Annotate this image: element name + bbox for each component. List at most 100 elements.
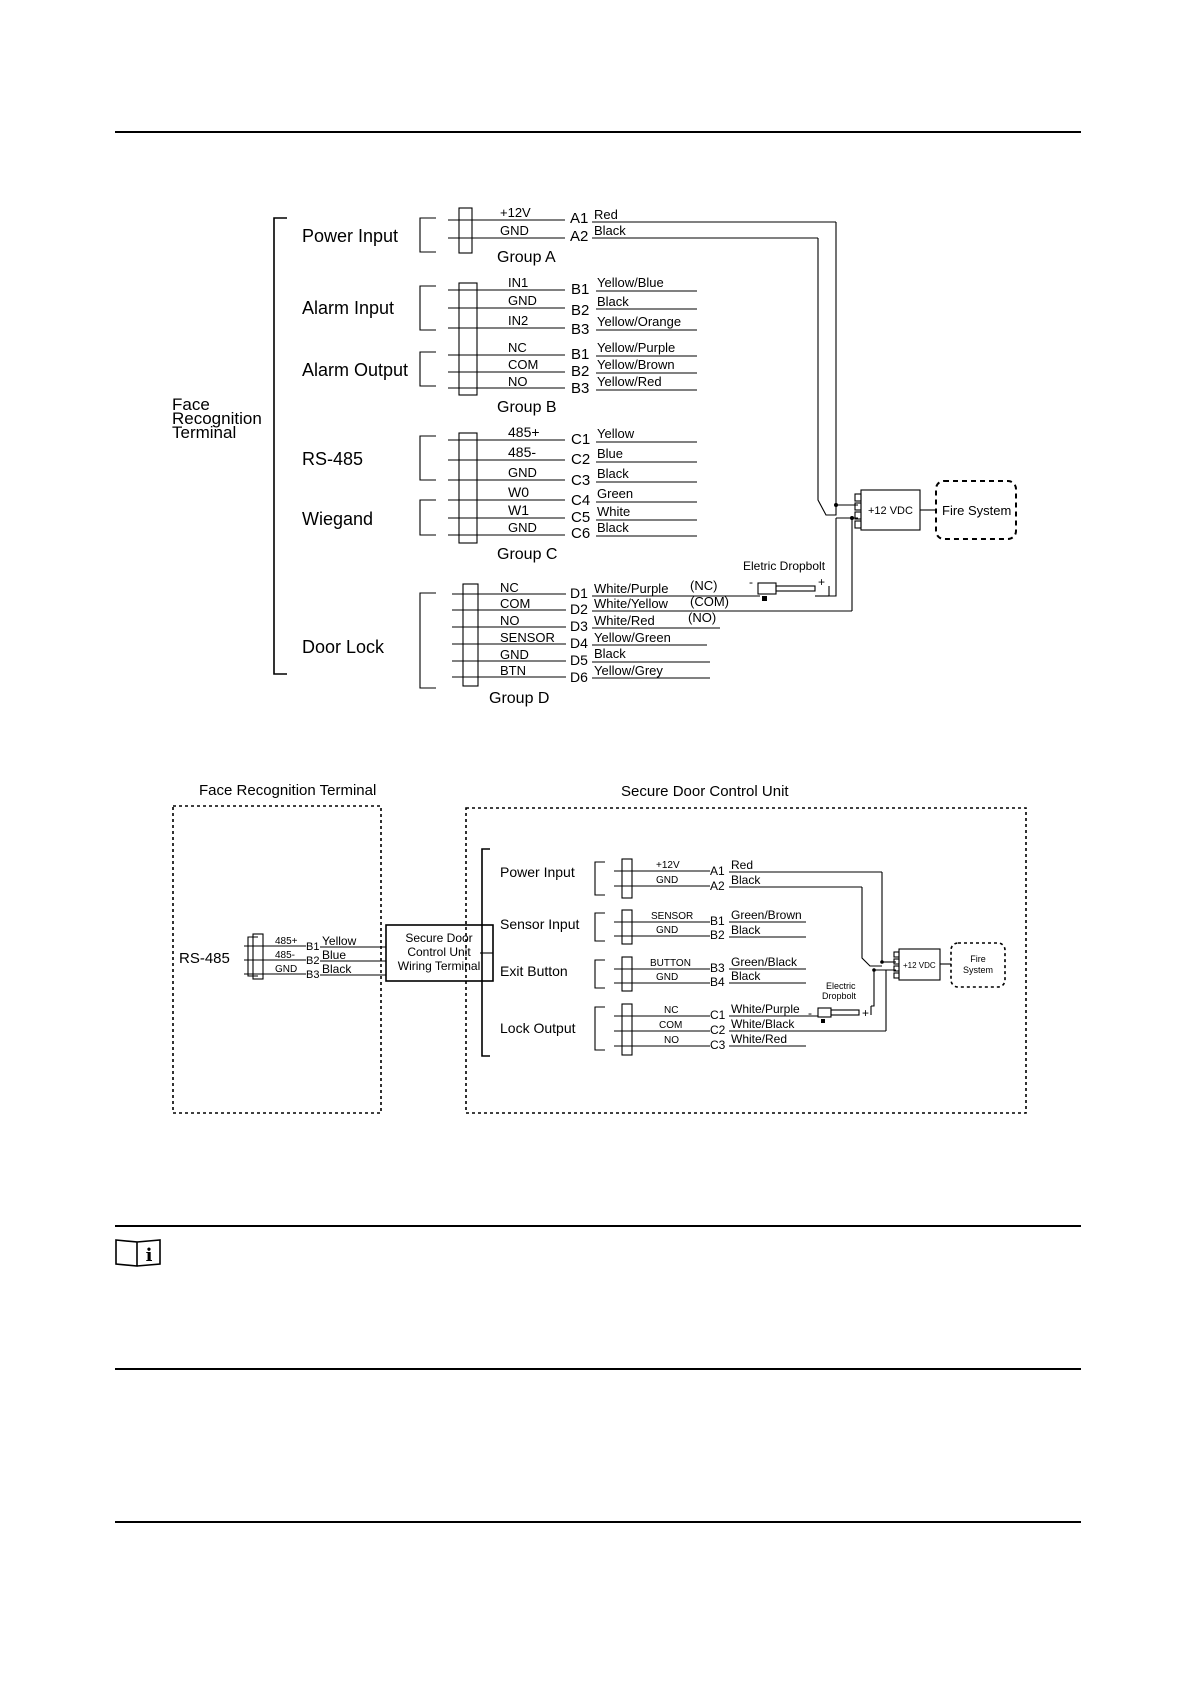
footer-rule [115, 1521, 1081, 1523]
sdcu-power-bracket [594, 861, 605, 896]
info-note-icon: i [115, 1239, 161, 1267]
pin-c-w1-name: W1 [508, 502, 529, 518]
wiegand-label: Wiegand [302, 509, 373, 529]
pin-d-gnd-name: GND [500, 647, 529, 662]
sdcu-pin-c3: C3 [710, 1038, 726, 1052]
sdcu-pin-a2: A2 [710, 879, 725, 893]
wire-c-yellow: Yellow [597, 426, 635, 441]
sdcu-wire-green-brown: Green/Brown [731, 908, 802, 922]
alarm-input-label: Alarm Input [302, 298, 394, 318]
vdc-label: +12 VDC [868, 505, 913, 517]
sdcu-lock-bracket [594, 1006, 605, 1051]
sdcu-fire-line2: System [963, 965, 993, 975]
frt-pin-b1: B1 [306, 941, 319, 953]
sdcu-wire-white-purple: White/Purple [731, 1002, 800, 1016]
sdcu-power-connector [621, 858, 633, 899]
sdcu-sensor-bracket [594, 912, 605, 942]
sdcu-pin-com: COM [659, 1020, 682, 1031]
pin-d-nc-name: NC [500, 580, 519, 595]
group-a-label: Group A [497, 249, 556, 266]
sdcu-pin-button: BUTTON [650, 958, 691, 969]
sdcu-electric-dropbolt-icon [817, 1006, 872, 1023]
wiring-terminal-line1: Secure Door [405, 931, 472, 945]
pin-a2-id: A2 [570, 228, 588, 245]
wire-c-black: Black [597, 466, 629, 481]
wire-c-blue: Blue [597, 446, 623, 461]
pin-d6-id: D6 [570, 669, 588, 685]
pin-b-in1-name: IN1 [508, 275, 528, 290]
sdcu-pin-sensor: SENSOR [651, 911, 693, 922]
sdcu-wire-black2: Black [731, 923, 761, 937]
sdcu-pin-nc: NC [664, 1005, 678, 1016]
wire-a1-color: Red [594, 207, 618, 222]
pin-d-com-name: COM [500, 596, 530, 611]
frt-wire-blue: Blue [322, 948, 346, 962]
wire-b-yellow-orange: Yellow/Orange [597, 314, 681, 329]
wire-b-yellow-blue: Yellow/Blue [597, 275, 664, 290]
sdcu-sensor-input-label: Sensor Input [500, 916, 579, 932]
wiring-terminal-line2: Control Unit [407, 945, 471, 959]
sdcu-pin-c2: C2 [710, 1023, 726, 1037]
sdcu-lock-output-label: Lock Output [500, 1020, 576, 1036]
pin-b-com-name: COM [508, 357, 538, 372]
pin-c-w0-name: W0 [508, 484, 529, 500]
group-d-wires [452, 593, 852, 679]
sdcu-dropbolt-plus: + [862, 1006, 869, 1020]
wire-c-white: White [597, 504, 630, 519]
sdcu-fire-system-box [950, 942, 1006, 988]
pin-a1-name: +12V [500, 205, 531, 220]
group-a-connector [458, 207, 473, 254]
pin-b-gnd-name: GND [508, 293, 537, 308]
rs485-label: RS-485 [302, 449, 363, 469]
fire-system-label: Fire System [942, 503, 1011, 518]
pin-c-gnd2-name: GND [508, 520, 537, 535]
pin-c-485p-name: 485+ [508, 424, 540, 440]
sdcu-wire-red: Red [731, 858, 753, 872]
wire-d-note-no: (NO) [688, 610, 716, 625]
sdcu-pin-c1: C1 [710, 1008, 726, 1022]
pin-a2-name: GND [500, 223, 529, 238]
pin-b-no-name: NO [508, 374, 528, 389]
sdcu-wire-black: Black [731, 873, 761, 887]
pin-b2-id: B2 [571, 302, 589, 319]
pin-d-sensor-name: SENSOR [500, 630, 555, 645]
dropbolt-minus: - [749, 575, 753, 589]
wiegand-bracket [419, 499, 436, 536]
sdcu-pin-gnd: GND [656, 875, 678, 886]
frt-title: Face Recognition Terminal [199, 782, 376, 799]
sdcu-power-input-label: Power Input [500, 864, 575, 880]
pin-c3-id: C3 [571, 472, 590, 489]
sdcu-fire-line1: Fire [970, 954, 986, 964]
pin-c5-id: C5 [571, 509, 590, 526]
sdcu-dropbolt-minus: - [808, 1006, 812, 1020]
pin-c-485m-name: 485- [508, 444, 536, 460]
frt-rs485-connector [252, 933, 264, 980]
pin-d4-id: D4 [570, 635, 588, 651]
alarm-input-bracket [419, 285, 436, 331]
pin-b2b-id: B2 [571, 363, 589, 380]
frt-pin-485p: 485+ [275, 936, 298, 947]
wire-d-black: Black [594, 646, 626, 661]
pin-d-btn-name: BTN [500, 663, 526, 678]
wire-a2-color: Black [594, 223, 626, 238]
group-c-connector [458, 432, 478, 544]
dropbolt-label: Eletric Dropbolt [743, 559, 826, 573]
frt-rs485-label: RS-485 [179, 950, 230, 967]
header-rule [115, 131, 1081, 133]
group-a-bracket [419, 217, 436, 253]
sdcu-sensor-connector [621, 909, 633, 945]
rs485-bracket [419, 435, 436, 481]
sdcu-pin-12v: +12V [656, 860, 680, 871]
fire-system-box [935, 480, 1017, 540]
sdcu-wire-white-red: White/Red [731, 1032, 787, 1046]
sdcu-exit-button-label: Exit Button [500, 963, 568, 979]
sdcu-bracket [481, 848, 490, 1057]
wire-b-black: Black [597, 294, 629, 309]
pin-c-gnd-name: GND [508, 465, 537, 480]
frt-pin-485m: 485- [275, 950, 295, 961]
terminal-label-line1: Face [172, 395, 210, 414]
pin-d2-id: D2 [570, 601, 588, 617]
pin-a1-id: A1 [570, 210, 588, 227]
wire-d-white-red: White/Red [594, 613, 655, 628]
wiring-terminal-line3: Wiring Terminal [398, 959, 480, 973]
